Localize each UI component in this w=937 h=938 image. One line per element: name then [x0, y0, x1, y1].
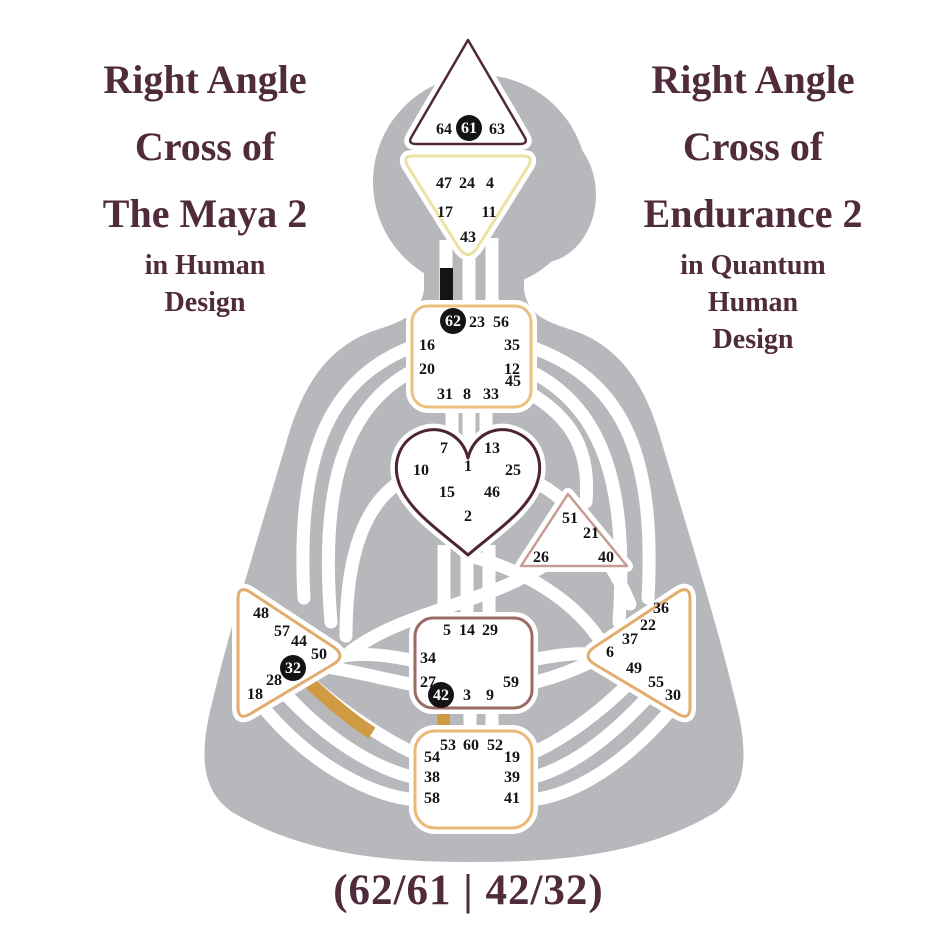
gate-number: 30 — [665, 687, 681, 704]
gate-number: 45 — [505, 373, 521, 390]
gate-number: 47 — [436, 175, 452, 192]
ego-center — [519, 492, 629, 568]
gate-number: 63 — [489, 121, 505, 138]
centers — [236, 38, 692, 830]
solar-plexus-center — [586, 588, 692, 718]
gate-number: 64 — [436, 121, 452, 138]
gate-number: 4 — [486, 175, 494, 192]
gate-number: 43 — [460, 229, 476, 246]
gate-number: 9 — [486, 687, 494, 704]
gate-number: 50 — [311, 646, 327, 663]
gate-61-circle — [456, 115, 482, 141]
gate-number: 26 — [533, 549, 549, 566]
gate-number: 60 — [463, 737, 479, 754]
gate-32-circle — [280, 655, 306, 681]
gate-number: 59 — [503, 674, 519, 691]
gate-number: 5 — [443, 622, 451, 639]
gate-number: 11 — [481, 204, 496, 221]
channel-segment-62 — [440, 268, 453, 306]
circled-gates: 61 62 32 42 — [280, 115, 482, 708]
root-center — [413, 729, 534, 830]
gate-number: 14 — [459, 622, 475, 639]
gate-number: 55 — [648, 674, 664, 691]
gate-number: 13 — [484, 440, 500, 457]
gate-number: 35 — [504, 337, 520, 354]
gate-62-circle — [440, 308, 466, 334]
gate-number: 40 — [598, 549, 614, 566]
spleen-center — [236, 588, 342, 718]
gate-number: 25 — [505, 462, 521, 479]
gate-number: 21 — [583, 525, 599, 542]
gate-number: 17 — [437, 204, 453, 221]
gate-number: 31 — [437, 386, 453, 403]
gate-number: 52 — [487, 737, 503, 754]
gate-number: 19 — [504, 749, 520, 766]
throat-center — [410, 304, 533, 409]
gate-number: 1 — [464, 458, 472, 475]
gate-number: 20 — [419, 361, 435, 378]
gate-number: 54 — [424, 749, 440, 766]
gate-number: 22 — [640, 617, 656, 634]
gate-number: 53 — [440, 737, 456, 754]
gate-number: 12 — [504, 361, 520, 378]
gate-42-circle — [428, 682, 454, 708]
gate-number: 29 — [482, 622, 498, 639]
gate-number: 57 — [274, 623, 290, 640]
gate-number: 41 — [504, 790, 520, 807]
gate-number: 56 — [493, 314, 509, 331]
head-center — [408, 38, 528, 146]
gate-number: 16 — [419, 337, 435, 354]
gate-number: 48 — [253, 605, 269, 622]
ajna-center — [404, 154, 532, 256]
gate-numbers: 64 63 47 24 4 17 11 43 23 56 16 35 20 12… — [247, 121, 681, 807]
gate-number: 62 — [445, 313, 461, 330]
gate-number: 39 — [504, 769, 520, 786]
gate-number: 38 — [424, 769, 440, 786]
gate-number: 6 — [606, 644, 614, 661]
gate-number: 32 — [285, 660, 301, 677]
gate-number: 44 — [291, 633, 307, 650]
gate-number: 58 — [424, 790, 440, 807]
gate-number: 37 — [622, 631, 638, 648]
gate-number: 34 — [420, 650, 436, 667]
gate-number: 7 — [440, 440, 448, 457]
gate-number: 24 — [459, 175, 475, 192]
gate-number: 18 — [247, 686, 263, 703]
gate-number: 23 — [469, 314, 485, 331]
gate-number: 49 — [626, 660, 642, 677]
gate-number: 8 — [463, 386, 471, 403]
gate-number: 15 — [439, 484, 455, 501]
g-center — [395, 428, 541, 557]
gate-number: 3 — [463, 687, 471, 704]
gate-number: 46 — [484, 484, 500, 501]
cross-gates-caption: (62/61 | 42/32) — [333, 867, 604, 914]
gate-number: 10 — [413, 462, 429, 479]
gate-number: 33 — [483, 386, 499, 403]
gate-number: 28 — [266, 672, 282, 689]
gate-number: 2 — [464, 508, 472, 525]
gate-number: 42 — [433, 687, 449, 704]
gate-number: 51 — [562, 510, 578, 527]
gate-number: 36 — [653, 600, 669, 617]
gate-number: 61 — [461, 120, 477, 137]
